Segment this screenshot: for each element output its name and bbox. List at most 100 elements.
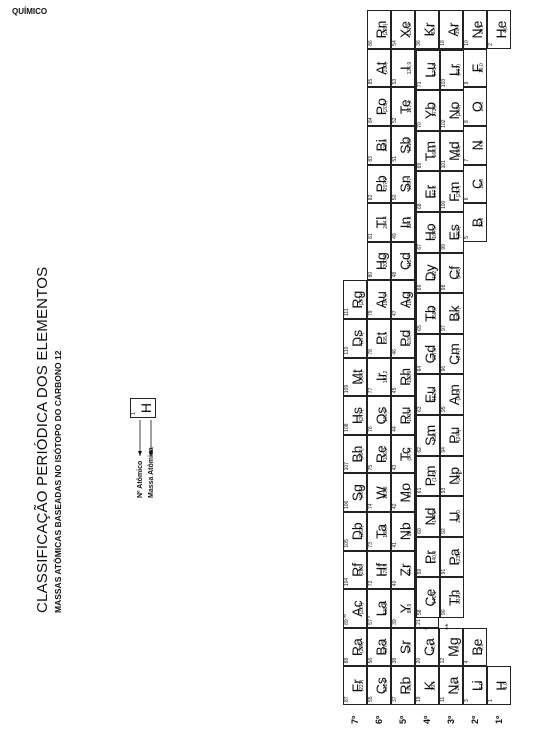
atomic-mass: (266) — [359, 486, 365, 499]
atomic-mass: (209) — [383, 100, 389, 113]
atomic-mass: 173,0 — [432, 104, 438, 117]
atomic-mass: (259) — [456, 104, 462, 117]
atomic-mass: 83,8 — [431, 24, 437, 35]
atomic-mass: 207,2 — [383, 177, 389, 191]
atomic-mass: 195,1 — [383, 332, 389, 345]
atomic-mass: 192,2 — [383, 370, 389, 384]
element-ac: 89 **Ac(227) — [343, 589, 367, 628]
legend-example-cell: 1 H — [130, 398, 156, 418]
atomic-mass: 183,8 — [383, 486, 389, 499]
atomic-mass: 126,9 — [407, 61, 413, 75]
table-title: CLASSIFICAÇÃO PERIÓDICA DOS ELEMENTOS — [34, 266, 51, 613]
atomic-mass: 114,8 — [407, 216, 413, 229]
atomic-mass: 132,9 — [383, 679, 389, 692]
atomic-mass: 20,2 — [479, 24, 485, 35]
atomic-mass: 178,5 — [383, 563, 389, 577]
atomic-mass: 204,4 — [383, 216, 389, 229]
period-label-2: 2º — [470, 715, 480, 724]
atomic-mass: (257) — [456, 185, 462, 198]
atomic-mass: 107,9 — [407, 293, 413, 306]
atomic-mass: 127,6 — [407, 100, 413, 113]
atomic-mass: (251) — [456, 267, 462, 279]
atomic-mass: 95,9 — [407, 487, 413, 498]
atomic-mass: 131,3 — [407, 23, 413, 36]
atomic-mass: (145) — [432, 470, 438, 482]
period-label-6: 6º — [374, 715, 384, 724]
atomic-mass: 19,0 — [479, 63, 485, 73]
atomic-mass: 106,4 — [407, 332, 413, 345]
header-label: QUÍMICO — [12, 7, 48, 16]
period-label-7: 7º — [350, 715, 360, 724]
atomic-mass: (227) — [359, 602, 365, 615]
atomic-mass: 152,0 — [432, 388, 438, 401]
atomic-mass: 158,9 — [432, 307, 438, 320]
atomic-mass: 168,9 — [432, 144, 438, 158]
atomic-mass: 6,9 — [479, 682, 485, 690]
atomic-mass: 140,1 — [432, 591, 438, 604]
atomic-mass: 23,0 — [455, 680, 461, 691]
atomic-mass: (277) — [359, 409, 365, 422]
legend-arrows — [138, 420, 153, 456]
legend-example-number: 1 — [131, 412, 137, 415]
atomic-mass: 197,0 — [383, 293, 389, 306]
atomic-mass: 190,2 — [383, 409, 389, 422]
atomic-mass: 232,0 — [456, 591, 462, 604]
atomic-mass: 167,3 — [432, 185, 438, 198]
lanthanide-marker: * — [423, 626, 432, 630]
atomic-mass: (237) — [456, 470, 462, 482]
atomic-mass: 102,9 — [407, 370, 413, 384]
atomic-mass: 164,9 — [432, 226, 438, 239]
atomic-mass: 40,1 — [431, 642, 437, 652]
atomic-mass: (272) — [359, 293, 365, 306]
atomic-mass: (271) — [359, 332, 365, 345]
atomic-mass: (262) — [456, 64, 462, 76]
